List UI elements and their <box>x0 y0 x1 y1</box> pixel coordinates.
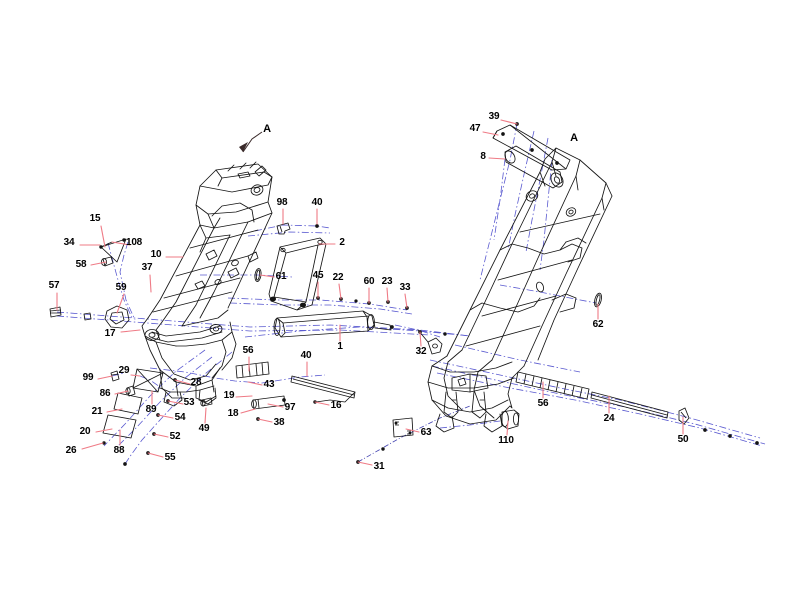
leader-line-97 <box>267 403 284 408</box>
leader-line-32 <box>419 331 422 347</box>
part-number-label: 43 <box>263 379 275 390</box>
part-number-label: 40 <box>300 350 312 361</box>
section-marker-A-right: A <box>570 132 578 144</box>
part-number-label: 2 <box>339 237 345 248</box>
part-number-label: 29 <box>118 365 130 376</box>
part-number-label: 89 <box>145 404 157 415</box>
leader-line-53 <box>167 400 184 405</box>
part-number-label: 37 <box>141 262 153 273</box>
part-number-label: 23 <box>381 276 393 287</box>
left-boom-assembly <box>141 161 273 407</box>
leader-line-18 <box>240 408 256 414</box>
leader-line-38 <box>257 418 273 423</box>
part-number-label: 16 <box>330 400 342 411</box>
leader-line-86 <box>114 390 129 395</box>
part-number-label: 59 <box>115 282 127 293</box>
part-number-label: 99 <box>82 372 94 383</box>
part-number-label: 8 <box>480 151 486 162</box>
leader-line-8 <box>488 157 506 160</box>
leader-line-22 <box>338 283 342 300</box>
part-number-label: 52 <box>169 431 181 442</box>
leader-line-15 <box>100 225 106 248</box>
part-number-label: 20 <box>79 426 91 437</box>
leader-line-37 <box>149 274 152 293</box>
leader-line-31 <box>357 461 373 466</box>
part-number-label: 56 <box>537 398 549 409</box>
right-loose-parts <box>356 122 759 464</box>
part-number-label: 40 <box>311 197 323 208</box>
leader-line-47 <box>482 131 499 136</box>
leader-line-17 <box>120 329 141 333</box>
part-number-label: 62 <box>592 319 604 330</box>
assembly-axis-lines <box>56 123 766 465</box>
part-number-label: 98 <box>276 197 288 208</box>
part-number-label: 61 <box>275 271 287 282</box>
part-number-label: 47 <box>469 123 481 134</box>
part-number-label: 53 <box>183 397 195 408</box>
part-number-label: 57 <box>48 280 60 291</box>
section-marker-A-left: A <box>263 123 271 135</box>
part-number-label: 17 <box>104 328 116 339</box>
leader-line-23 <box>386 287 389 303</box>
part-number-label: 58 <box>75 259 87 270</box>
leader-line-20 <box>95 428 113 433</box>
part-number-label: 26 <box>65 445 77 456</box>
part-number-label: 86 <box>99 388 111 399</box>
part-number-label: 10 <box>150 249 162 260</box>
part-number-label: 24 <box>603 413 615 424</box>
leader-line-52 <box>153 433 169 438</box>
leader-line-63 <box>405 428 420 433</box>
leader-line-16 <box>314 401 330 406</box>
leader-line-33 <box>404 293 408 309</box>
part-number-label: 34 <box>63 237 75 248</box>
part-number-label: 28 <box>190 377 202 388</box>
leader-line-28 <box>174 379 191 385</box>
part-number-label: 32 <box>415 346 427 357</box>
part-number-label: 97 <box>284 402 296 413</box>
leader-line-61 <box>259 274 275 278</box>
part-number-label: 33 <box>399 282 411 293</box>
part-number-label: 39 <box>488 111 500 122</box>
callout-leader-lines <box>56 119 684 466</box>
part-number-label: 88 <box>113 445 125 456</box>
leader-line-49 <box>204 407 207 424</box>
part-number-label: 38 <box>273 417 285 428</box>
center-parts <box>254 222 447 338</box>
leader-line-29 <box>130 374 141 377</box>
leader-line-26 <box>81 442 104 450</box>
axis-lines-secondary <box>357 405 471 463</box>
part-number-label: 19 <box>223 390 235 401</box>
part-number-label: 18 <box>227 408 239 419</box>
part-number-label: 56 <box>242 345 254 356</box>
leader-line-110 <box>506 420 509 436</box>
leader-line-19 <box>235 395 253 398</box>
leader-line-108 <box>111 241 131 246</box>
part-number-label: 63 <box>420 427 432 438</box>
part-number-label: 22 <box>332 272 344 283</box>
leader-line-21 <box>106 408 123 413</box>
part-number-label: 49 <box>198 423 210 434</box>
part-number-label: 31 <box>373 461 385 472</box>
leader-line-58 <box>90 261 107 266</box>
part-number-label: 1 <box>337 341 343 352</box>
part-number-label: 60 <box>363 276 375 287</box>
part-number-label: 55 <box>164 452 176 463</box>
leader-line-54 <box>157 414 174 419</box>
part-number-label: 50 <box>677 434 689 445</box>
part-number-label: 108 <box>125 237 143 248</box>
section-arrow-a-left <box>239 131 263 153</box>
part-number-label: 54 <box>174 412 186 423</box>
part-number-label: 15 <box>89 213 101 224</box>
leader-line-55 <box>147 452 164 458</box>
leader-line-43 <box>247 381 263 386</box>
part-number-label: 110 <box>498 435 514 446</box>
right-boom-assembly <box>417 147 613 433</box>
leader-line-99 <box>97 375 113 380</box>
leader-line-59 <box>116 293 125 314</box>
part-number-label: 45 <box>312 270 324 281</box>
leader-line-39 <box>500 119 518 125</box>
part-number-label: 21 <box>91 406 103 417</box>
